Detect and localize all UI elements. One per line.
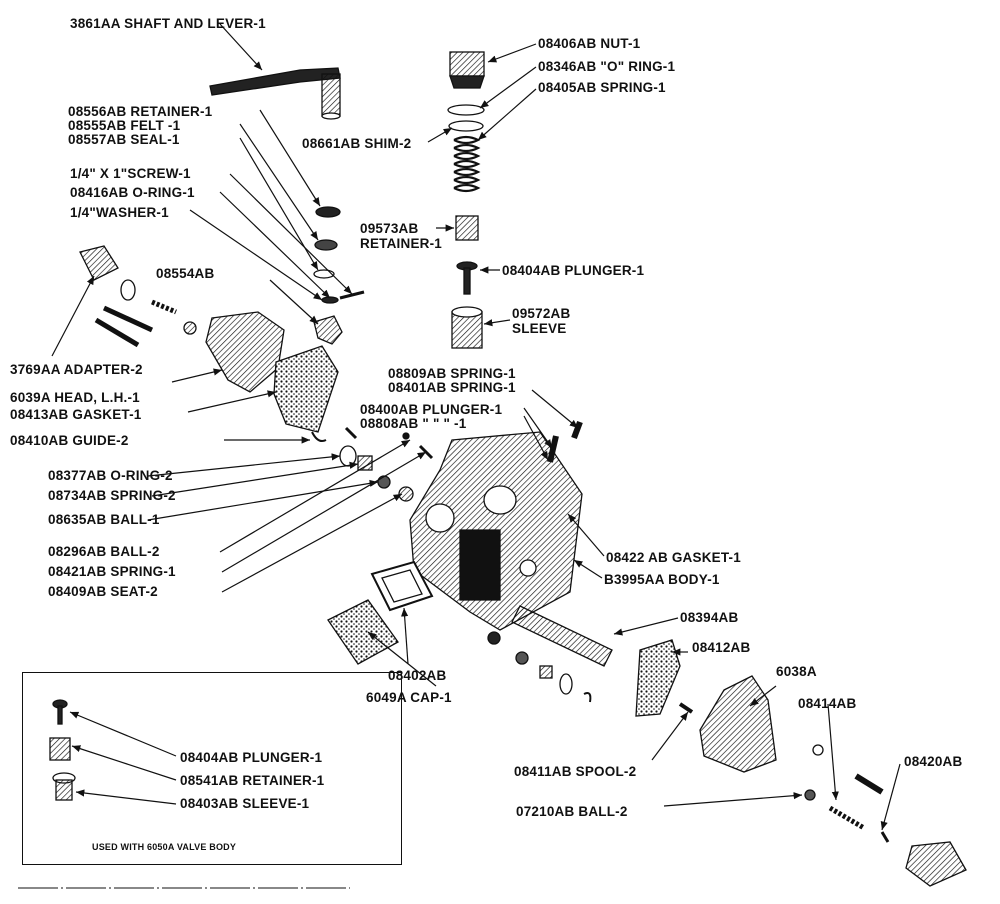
label-washer: 1/4"WASHER-1 — [70, 205, 169, 220]
fitting-part — [905, 841, 967, 887]
label-08808: 08808AB " " " -1 — [360, 416, 467, 431]
part-08554 — [313, 315, 343, 345]
part-6038a — [699, 675, 777, 773]
label-shaft-lever: 3861AA SHAFT AND LEVER-1 — [70, 16, 266, 31]
label-ball-08296: 08296AB BALL-2 — [48, 544, 160, 559]
seal-part — [313, 269, 335, 279]
label-gasket-08422: 08422 AB GASKET-1 — [606, 550, 741, 565]
label-shim: 08661AB SHIM-2 — [302, 136, 412, 151]
part-08420-pin — [880, 831, 890, 843]
o-ring-part — [447, 104, 485, 116]
inset-caption: USED WITH 6050A VALVE BODY — [92, 842, 237, 852]
label-ball-08635: 08635AB BALL-1 — [48, 512, 160, 527]
o-ring-small-d — [559, 673, 573, 695]
shim-part — [448, 120, 484, 132]
screw-small — [854, 773, 884, 795]
guide-part — [311, 431, 327, 442]
ball-07210 — [804, 789, 816, 801]
bolt-lower — [94, 317, 140, 348]
label-retainer-09573-a: 09573AB — [360, 221, 419, 236]
label-screw: 1/4" X 1"SCREW-1 — [70, 166, 191, 181]
sleeve-part — [451, 306, 483, 349]
spool-08411 — [678, 702, 694, 714]
screw-part — [339, 290, 365, 300]
label-6038a: 6038A — [776, 664, 817, 679]
bolt-upper — [102, 305, 154, 333]
label-spring-top: 08405AB SPRING-1 — [538, 80, 666, 95]
label-spring-08809: 08809AB SPRING-1 — [388, 366, 516, 381]
label-o-ring-08416: 08416AB O-RING-1 — [70, 185, 195, 200]
label-o-ring-08377: 08377AB O-RING-2 — [48, 468, 173, 483]
spring-08401 — [571, 420, 583, 440]
tiny-ball — [402, 432, 410, 440]
label-ball-07210: 07210AB BALL-2 — [516, 804, 628, 819]
label-spring-08421: 08421AB SPRING-1 — [48, 564, 176, 579]
clip-part — [583, 692, 592, 703]
small-ball — [183, 321, 197, 335]
o-ring-small — [339, 445, 357, 467]
label-o-ring-top: 08346AB "O" RING-1 — [538, 59, 676, 74]
label-spring-08401: 08401AB SPRING-1 — [388, 380, 516, 395]
label-08402: 08402AB — [388, 668, 447, 683]
label-spool: 08411AB SPOOL-2 — [514, 764, 637, 779]
gasket-08412 — [635, 639, 681, 717]
label-gasket-08413: 08413AB GASKET-1 — [10, 407, 142, 422]
adapter-part — [79, 245, 136, 301]
label-plunger-08404: 08404AB PLUNGER-1 — [502, 263, 645, 278]
spring-small-c — [539, 665, 553, 679]
ball-1 — [377, 475, 391, 489]
head-lh-part — [205, 311, 285, 393]
ball-small-a — [487, 631, 501, 645]
label-08394: 08394AB — [680, 610, 739, 625]
label-body: B3995AA BODY-1 — [604, 572, 720, 587]
nut-part — [449, 51, 485, 89]
label-08420: 08420AB — [904, 754, 963, 769]
spring-08414 — [828, 805, 866, 831]
spring-part — [453, 135, 481, 193]
label-sleeve-a: 09572AB — [512, 306, 571, 321]
label-seal: 08557AB SEAL-1 — [68, 132, 180, 147]
label-cap: 6049A CAP-1 — [366, 690, 452, 705]
inset-label-retainer: 08541AB RETAINER-1 — [180, 773, 325, 788]
small-spring — [151, 299, 177, 315]
inset-leaders — [69, 711, 177, 805]
inset-parts — [49, 699, 76, 801]
label-guide: 08410AB GUIDE-2 — [10, 433, 129, 448]
inset-label-sleeve: 08403AB SLEEVE-1 — [180, 796, 310, 811]
shaft-and-lever-part — [209, 67, 341, 120]
guide-part-2 — [344, 426, 358, 440]
cap-part — [327, 599, 399, 665]
felt-part — [314, 239, 338, 251]
spool-08394-part — [511, 605, 613, 667]
gasket-08402-inner — [381, 569, 423, 603]
felt-retainer-part — [315, 206, 341, 218]
retainer-part — [455, 215, 479, 241]
label-retainer-felt: 08556AB RETAINER-1 — [68, 104, 213, 119]
inset-label-plunger: 08404AB PLUNGER-1 — [180, 750, 323, 765]
label-seat: 08409AB SEAT-2 — [48, 584, 158, 599]
label-head-lh: 6039A HEAD, L.H.-1 — [10, 390, 140, 405]
valve-body-part — [409, 431, 583, 631]
gasket-08402 — [370, 560, 434, 612]
gasket-part — [273, 345, 339, 433]
small-washer — [812, 744, 824, 756]
label-plunger-08400: 08400AB PLUNGER-1 — [360, 402, 503, 417]
label-nut: 08406AB NUT-1 — [538, 36, 641, 51]
label-felt: 08555AB FELT -1 — [68, 118, 181, 133]
label-adapter: 3769AA ADAPTER-2 — [10, 362, 143, 377]
label-spring-08734: 08734AB SPRING-2 — [48, 488, 176, 503]
label-08554: 08554AB — [156, 266, 215, 281]
label-08412: 08412AB — [692, 640, 751, 655]
label-retainer-09573-b: RETAINER-1 — [360, 236, 443, 251]
inset-box — [22, 672, 402, 865]
leader-lines — [51, 23, 901, 831]
plunger-part — [456, 261, 478, 295]
ball-small-b — [515, 651, 529, 665]
label-sleeve-b: SLEEVE — [512, 321, 567, 336]
label-08414: 08414AB — [798, 696, 857, 711]
